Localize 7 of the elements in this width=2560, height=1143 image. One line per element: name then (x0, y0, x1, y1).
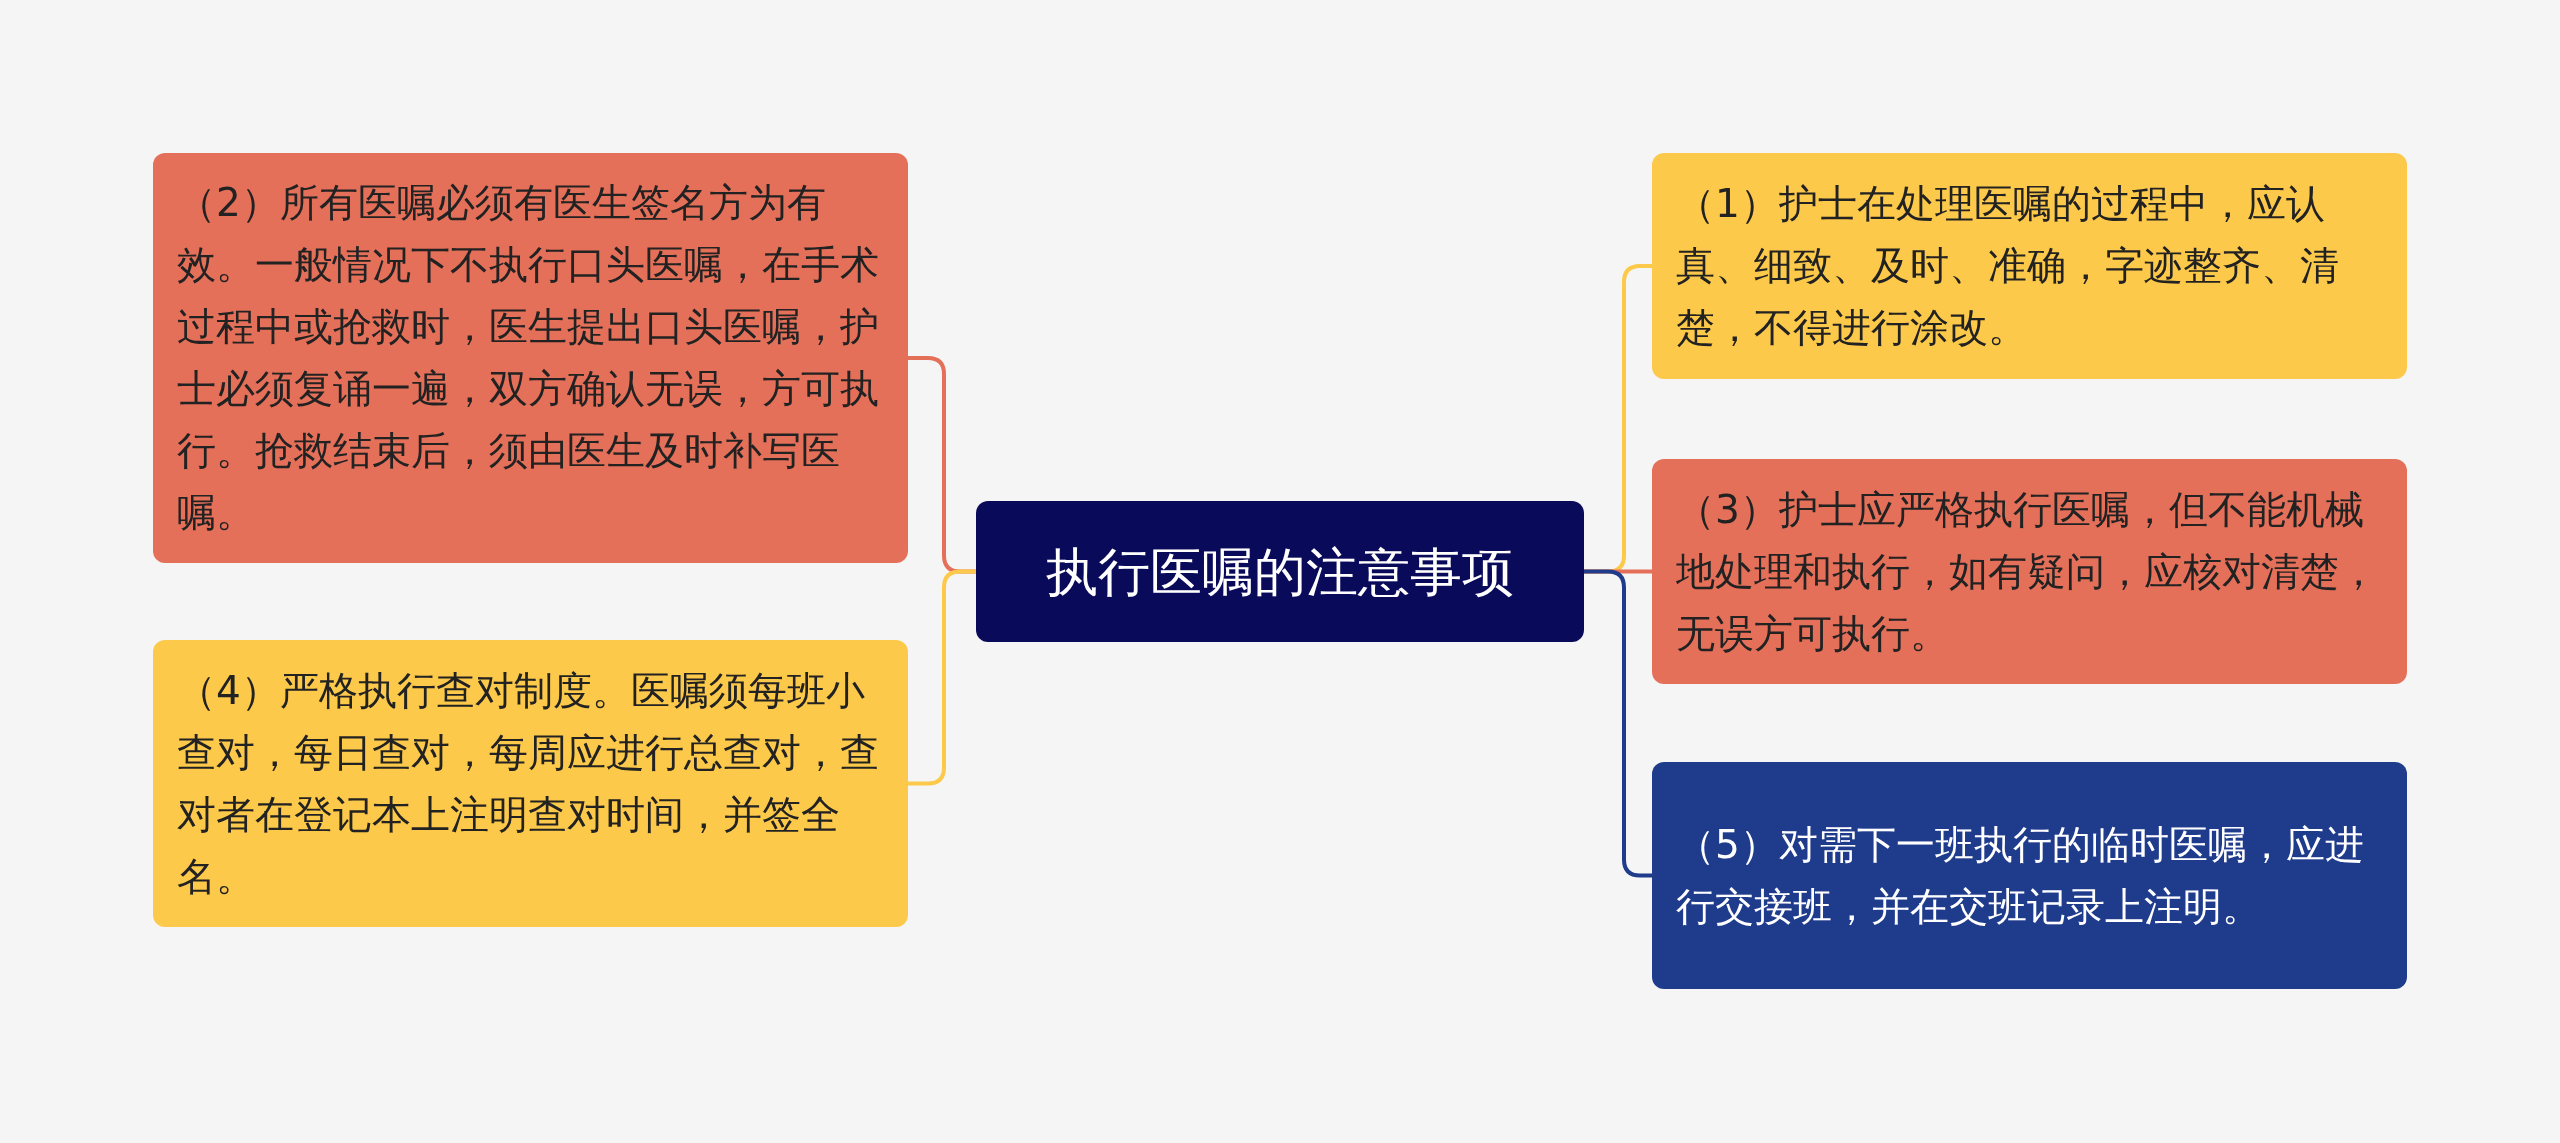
connector-line (1584, 569, 1652, 878)
note-box: （1）护士在处理医嘱的过程中，应认真、细致、及时、准确，字迹整齐、清楚，不得进行涂改。 (1652, 153, 2407, 379)
note-box: （3）护士应严格执行医嘱，但不能机械地处理和执行，如有疑问，应核对清楚，无误方可执行。 (1652, 459, 2407, 684)
note-box: （2）所有医嘱必须有医生签名方为有效。一般情况下不执行口头医嘱，在手术过程中或抢救时，医生提出口头医嘱，护士必须复诵一遍，双方确认无误，方可执行。抢救结束后，须由医生及时补写医嘱。 (153, 153, 908, 563)
topic-box: 执行医嘱的注意事项 (976, 501, 1584, 642)
note-box: （5）对需下一班执行的临时医嘱，应进行交接班，并在交班记录上注明。 (1652, 762, 2407, 989)
note-box: （4）严格执行查对制度。医嘱须每班小查对，每日查对，每周应进行总查对，查对者在登记本上注明查对时间，并签全名。 (153, 640, 908, 927)
